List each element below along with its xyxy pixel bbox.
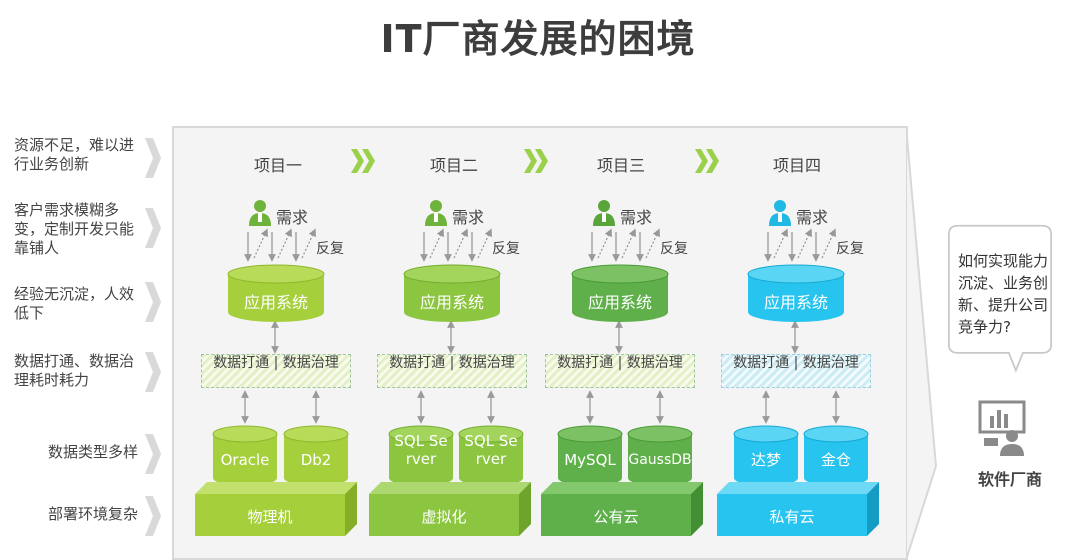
double-chevron-icon [695,149,719,173]
left-label-2: 客户需求模糊多变，定制开发只能靠铺人 [14,201,135,257]
app-system-cylinder [747,264,845,322]
panel-arrow-icon [906,126,938,560]
project-label-2: 项目二 [429,156,478,175]
feedback-label: 反复 [492,241,520,257]
requirement-label: 需求 [276,208,309,227]
bubble-text: 如何实现能力沉淀、业务创新、提升公司竞争力? [958,252,1049,336]
double-chevron-icon [351,149,375,173]
feedback-label: 反复 [660,241,688,257]
double-chevron-icon [524,149,548,173]
left-chevron-icon [145,352,161,392]
left-chevron-icon [145,138,161,178]
data-governance-band: 数据打通 | 数据治理 [201,354,351,388]
feedback-label: 反复 [836,241,864,257]
app-system-cylinder [403,264,501,322]
database-label: SQL Server [464,432,518,468]
platform-label: 私有云 [769,508,815,526]
project-label-4: 项目四 [772,156,821,175]
left-label-6: 部署环境复杂 [47,505,138,523]
left-label-5: 数据类型多样 [47,443,138,461]
app-system-cylinder [227,264,325,322]
requirement-label: 需求 [620,208,653,227]
database-label: 金仓 [820,451,851,469]
project-label-1: 项目一 [253,156,302,175]
left-chevron-icon [145,434,161,474]
page-title: IT厂商发展的困境 [380,17,696,61]
left-label-1: 资源不足，难以进行业务创新 [14,136,135,173]
left-chevron-icon [145,496,161,536]
platform-label: 虚拟化 [421,508,467,526]
data-governance-band: 数据打通 | 数据治理 [545,354,695,388]
database-label: Oracle [220,451,270,469]
app-system-label: 应用系统 [763,293,828,312]
app-system-label: 应用系统 [243,293,308,312]
left-label-4: 数据打通、数据治理耗时耗力 [14,352,135,389]
platform-label: 物理机 [247,508,293,526]
software-vendor-icon [978,400,1026,456]
person-icon [249,200,271,226]
app-system-cylinder [571,264,669,322]
app-system-label: 应用系统 [419,293,484,312]
left-chevron-icon [145,208,161,248]
person-icon [769,200,791,226]
data-governance-band: 数据打通 | 数据治理 [377,354,527,388]
database-label: 达梦 [750,451,781,469]
platform-label: 公有云 [593,508,639,526]
vendor-label: 软件厂商 [977,470,1042,489]
database-label: MySQL [564,451,616,469]
requirement-label: 需求 [452,208,485,227]
person-icon [425,200,447,226]
database-label: Db2 [300,451,332,469]
speech-bubble [947,224,1053,373]
project-label-3: 项目三 [596,156,645,175]
feedback-label: 反复 [316,241,344,257]
left-chevron-icon [145,282,161,322]
requirement-label: 需求 [796,208,829,227]
data-governance-band: 数据打通 | 数据治理 [721,354,871,388]
left-label-3: 经验无沉淀，人效低下 [14,285,135,322]
app-system-label: 应用系统 [587,293,652,312]
person-icon [593,200,615,226]
database-label: SQL Server [394,432,448,468]
database-label: GaussDB [628,452,692,468]
